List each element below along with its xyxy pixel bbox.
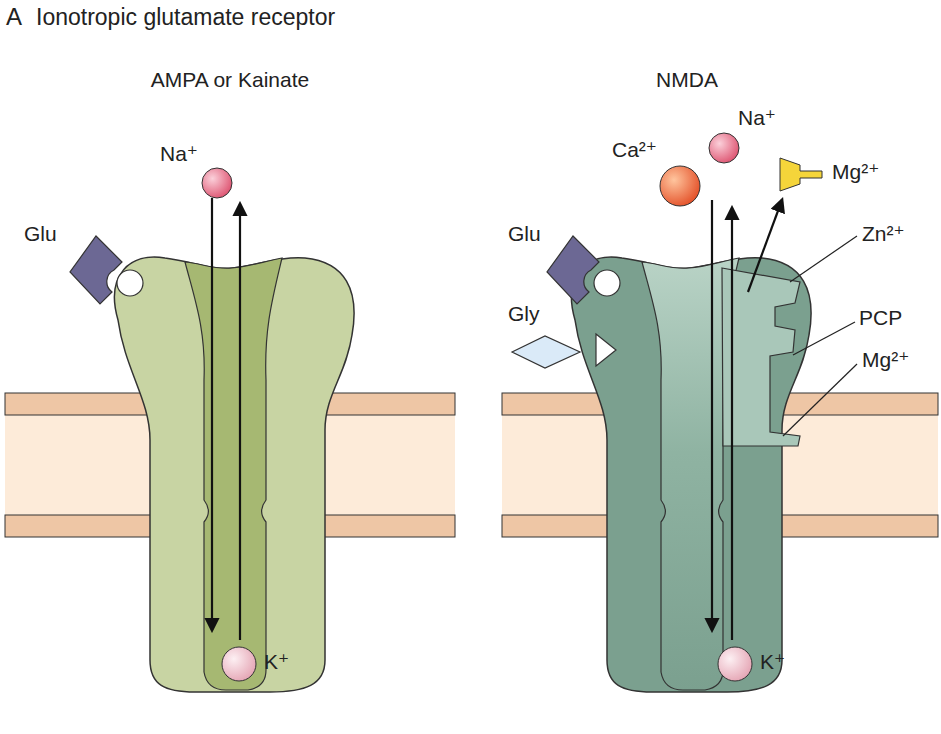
leader-line — [783, 236, 857, 436]
ion-label: Zn²⁺ — [862, 222, 905, 246]
ion-label: Glu — [508, 222, 541, 246]
ion-label: Mg²⁺ — [832, 160, 879, 184]
ion-label: Ca²⁺ — [612, 138, 657, 162]
glycine — [512, 336, 580, 368]
figure-title: Ionotropic glutamate receptor — [36, 4, 335, 30]
binding-site-steps — [722, 268, 800, 446]
ion-label: Mg²⁺ — [862, 348, 909, 372]
glutamate — [70, 236, 122, 304]
ion-label: K⁺ — [760, 650, 785, 674]
ion-label: Na⁺ — [738, 106, 776, 130]
ion-label: K⁺ — [264, 650, 289, 674]
ion-label: Glu — [24, 222, 57, 246]
ion-label: PCP — [859, 306, 902, 330]
ion — [202, 133, 822, 681]
nmda-receptor — [512, 236, 811, 692]
receptor-channel: AMPA or Kainate — [100, 68, 360, 698]
ion-label: Na⁺ — [160, 142, 198, 166]
panel-letter: A — [6, 3, 22, 31]
ion-label: Gly — [508, 302, 540, 326]
ion-flow-arrow — [212, 198, 782, 640]
membrane — [5, 393, 938, 537]
receptor-name: NMDA — [557, 68, 817, 92]
receptor-name: AMPA or Kainate — [100, 68, 360, 92]
receptor-channel: NMDA — [557, 68, 817, 698]
glutamate — [547, 236, 599, 304]
